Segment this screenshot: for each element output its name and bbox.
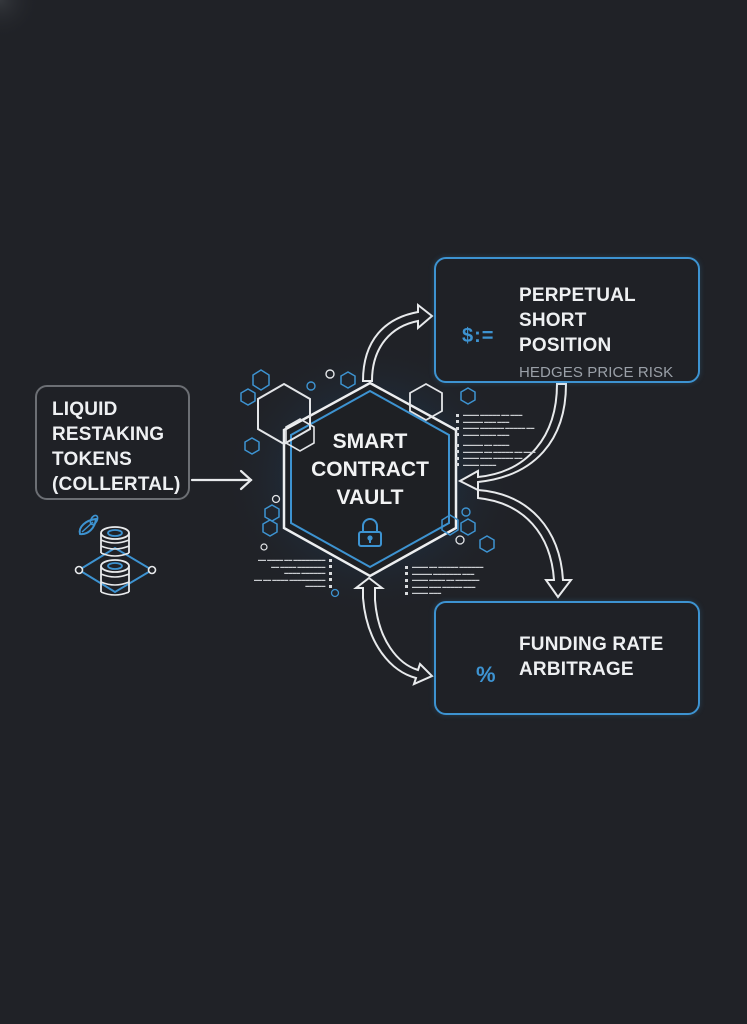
arrow-vault-to-funding	[477, 488, 574, 599]
arrow-collateral-to-vault	[190, 469, 253, 491]
vault-label-line-1: SMART	[332, 430, 408, 453]
perpetual-label-line-1: PERPETUAL SHORT	[519, 285, 636, 331]
arrow-perpetual-to-vault	[457, 383, 568, 492]
decorative-hexagons	[240, 369, 495, 598]
vault-hexagon	[282, 381, 458, 578]
vault-node: SMART CONTRACT VAULT	[300, 428, 440, 512]
arrow-vault-funding-bidirectional	[353, 576, 434, 686]
funding-label-line-1: FUNDING RATE	[519, 634, 664, 655]
decorative-bullet-list-right-top: ▬▬▬▬ ▬▬▬▬▬ ▬▬ ▬▬▬ ▬▬▬▬▬ ▬▬▬ ▬▬▬ ▬▬▬▬ ▬▬▬…	[456, 412, 535, 468]
coin-stack-leaf-icon	[74, 514, 157, 596]
collateral-label-line-2: RESTAKING	[52, 424, 165, 445]
arrow-vault-to-perpetual	[361, 302, 434, 382]
collateral-node: LIQUID RESTAKING TOKENS (COLLERTAL)	[35, 385, 190, 500]
decorative-bullet-list-right-bottom: ▬▬▬▬ ▬▬ ▬▬▬▬▬ ▬▬▬▬▬▬ ▬▬▬▬▬ ▬▬▬▬▬▬▬ ▬▬▬ ▬…	[405, 564, 483, 597]
percent-icon: %	[476, 662, 496, 687]
funding-node: % FUNDING RATE ARBITRAGE	[434, 601, 700, 715]
vault-label-line-3: VAULT	[336, 486, 404, 509]
funding-label-line-2: ARBITRAGE	[519, 659, 634, 680]
decorative-bullet-list-left: ▬▬ ▬▬▬▬ ▬▬ ▬▬▬▬▬▬▬▬ ▬▬ ▬▬▬▬ ▬▬▬▬▬▬▬ ▬▬▬▬…	[254, 557, 333, 590]
lock-icon	[358, 518, 382, 547]
vault-label-line-2: CONTRACT	[311, 458, 429, 481]
dollar-list-icon: $:=	[462, 325, 495, 347]
perpetual-node: $:= PERPETUAL SHORT POSITION HEDGES PRIC…	[434, 257, 700, 383]
perpetual-subtitle: HEDGES PRICE RISK	[519, 364, 674, 381]
collateral-label-line-1: LIQUID	[52, 399, 118, 420]
perpetual-label-line-2: POSITION	[519, 335, 612, 356]
collateral-label-line-4: (COLLERTAL)	[52, 474, 181, 495]
collateral-label-line-3: TOKENS	[52, 449, 133, 470]
